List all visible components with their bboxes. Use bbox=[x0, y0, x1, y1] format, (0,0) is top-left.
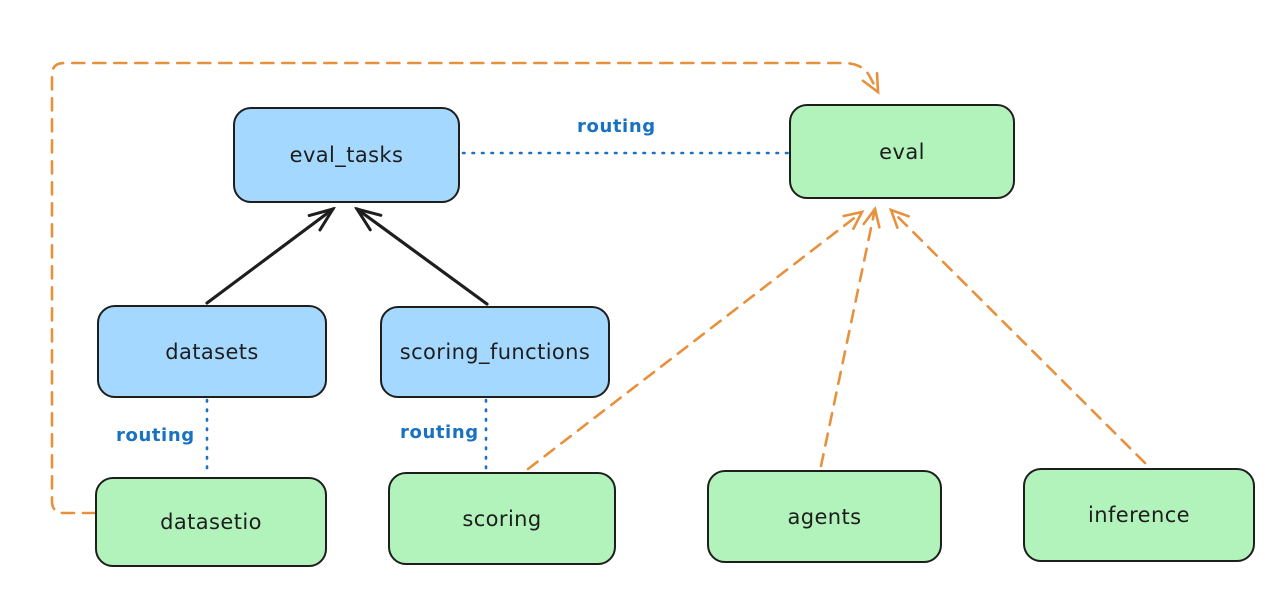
node-agents: agents bbox=[707, 470, 942, 563]
node-inference-label: inference bbox=[1088, 503, 1190, 527]
node-datasetio-label: datasetio bbox=[160, 510, 262, 534]
edge-label-routing-eval-tasks-eval: routing bbox=[577, 116, 656, 137]
edge-scoring-functions-to-eval-tasks-arrow bbox=[357, 209, 489, 306]
node-datasetio: datasetio bbox=[95, 477, 327, 567]
node-eval-tasks-label: eval_tasks bbox=[289, 143, 404, 167]
node-scoring-functions: scoring_functions bbox=[380, 306, 610, 398]
edge-label-routing-scoring-functions-scoring: routing bbox=[400, 422, 479, 443]
edge-datasets-to-eval-tasks-arrow bbox=[205, 209, 333, 305]
edge-inference-to-eval-arrow bbox=[888, 207, 1147, 465]
node-eval-tasks: eval_tasks bbox=[233, 107, 460, 203]
node-scoring-label: scoring bbox=[462, 506, 542, 531]
node-agents-label: agents bbox=[787, 504, 862, 529]
edge-label-routing-datasets-datasetio: routing bbox=[116, 425, 195, 446]
node-eval: eval bbox=[789, 104, 1015, 199]
node-scoring-functions-label: scoring_functions bbox=[399, 340, 591, 364]
node-scoring: scoring bbox=[388, 472, 616, 565]
node-inference: inference bbox=[1023, 468, 1255, 562]
node-datasets-label: datasets bbox=[165, 339, 259, 364]
node-datasets: datasets bbox=[97, 305, 327, 398]
edge-agents-to-eval-arrow bbox=[819, 206, 881, 468]
node-eval-label: eval bbox=[879, 139, 925, 164]
